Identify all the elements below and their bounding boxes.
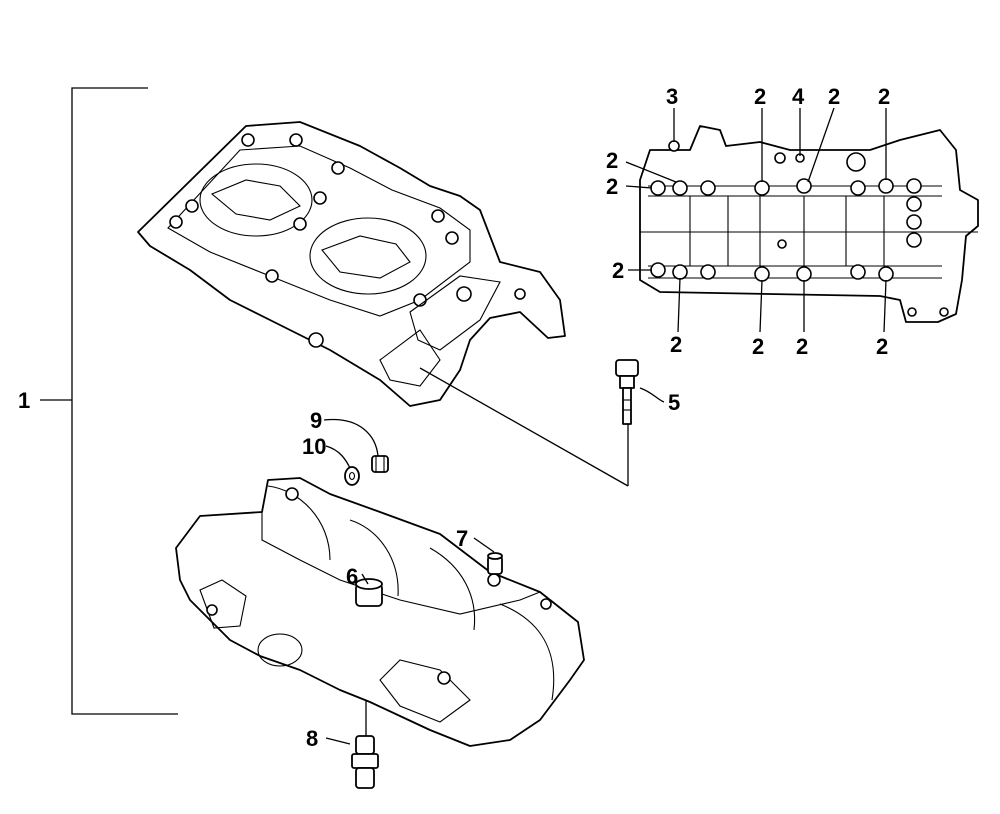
callout-2a: 2: [754, 84, 766, 109]
callout-2c: 2: [878, 84, 890, 109]
callout-3: 3: [666, 84, 678, 109]
callout-2j: 2: [876, 334, 888, 359]
leader-lines: [323, 107, 887, 745]
callout-1: 1: [18, 388, 30, 413]
nut-item-9: [371, 455, 389, 473]
callout-5: 5: [668, 390, 680, 415]
callout-4: 4: [792, 84, 805, 109]
washer-item-10: [344, 466, 360, 486]
callout-2g: 2: [670, 332, 682, 357]
assembly-bracket: [40, 87, 178, 715]
callout-2h: 2: [752, 334, 764, 359]
plug-item-7: [487, 552, 503, 575]
callout-6: 6: [346, 564, 358, 589]
callout-10: 10: [302, 434, 326, 459]
fitting-item-8: [351, 700, 379, 789]
lower-crankcase-half: [175, 477, 585, 747]
bolt-item-5: [419, 359, 639, 487]
callout-8: 8: [306, 726, 318, 751]
callout-7: 7: [456, 526, 468, 551]
callout-2d: 2: [606, 148, 618, 173]
callout-2b: 2: [828, 84, 840, 109]
crankcase-plan-view: [639, 125, 979, 323]
dowel-item-6: [355, 578, 383, 607]
callout-2f: 2: [612, 258, 624, 283]
upper-crankcase-half: [137, 121, 566, 407]
callout-9: 9: [310, 408, 322, 433]
callout-2e: 2: [606, 174, 618, 199]
callout-2i: 2: [796, 334, 808, 359]
